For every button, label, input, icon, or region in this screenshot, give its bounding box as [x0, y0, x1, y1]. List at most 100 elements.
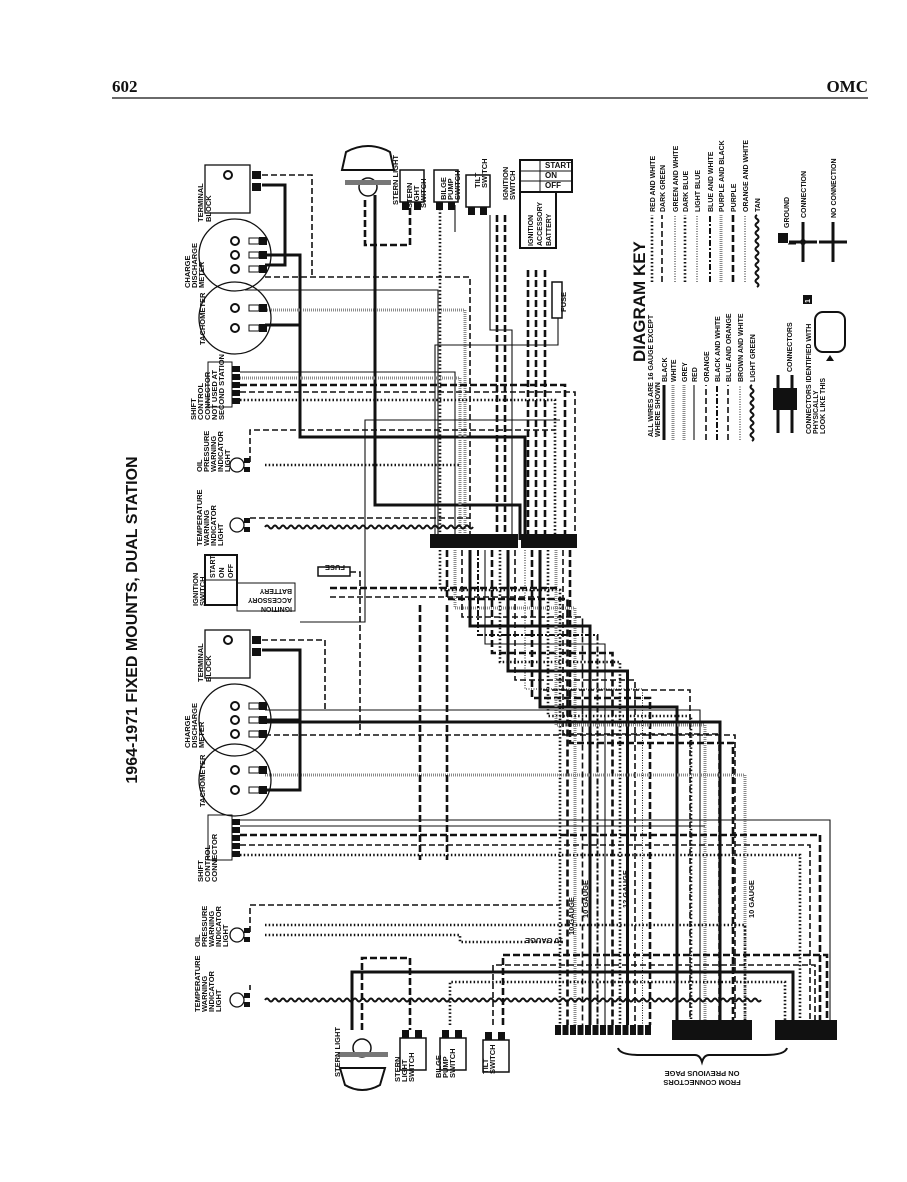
wire	[373, 195, 522, 540]
wire	[562, 550, 720, 1025]
connector	[252, 183, 261, 191]
terminal-lug	[248, 730, 260, 738]
terminal-lug	[248, 786, 260, 794]
wire	[477, 550, 599, 1025]
wire	[350, 970, 795, 1030]
wire	[265, 276, 471, 540]
wire	[265, 253, 527, 540]
wire	[489, 215, 513, 540]
connector-pin	[232, 382, 240, 388]
key-item: PURPLE	[731, 183, 738, 212]
connector-pin	[570, 1025, 576, 1035]
wire	[265, 933, 565, 944]
wire	[262, 174, 313, 277]
key-item: WHITE	[671, 359, 678, 382]
connector-pin	[232, 835, 240, 841]
wire	[461, 550, 584, 1025]
connector-picture	[814, 311, 846, 353]
fuse-1	[551, 281, 563, 319]
connector-pin	[592, 1025, 599, 1035]
oil-light-2	[229, 927, 245, 943]
key-item: BLACK	[662, 358, 669, 383]
ignition-position: ON	[545, 171, 557, 180]
connector-pin	[232, 827, 240, 833]
connector-block	[672, 1020, 752, 1040]
bilge-switch-label: SWITCH	[448, 1048, 457, 1078]
charge-meter-label: DISCHARGE	[190, 243, 199, 288]
from-connectors-label: FROM CONNECTORS	[663, 1078, 740, 1087]
connector	[259, 702, 267, 710]
ignition-terminal: ACCESSORY	[248, 596, 292, 603]
temp-light-label: WARNING	[200, 976, 209, 1012]
temp-light-label: TEMPERATURE	[193, 955, 202, 1012]
terminal-post	[230, 236, 240, 246]
connector	[448, 202, 455, 210]
connector	[455, 1030, 462, 1038]
wire	[530, 550, 652, 1025]
wire	[360, 956, 412, 1030]
shift-connector-label: CONNECTOR	[210, 833, 219, 882]
temp-light-label: LIGHT	[216, 523, 225, 546]
connector-pin	[232, 851, 240, 857]
connector-pin	[607, 1025, 614, 1035]
key-item: TAN	[755, 198, 762, 212]
ignition-position: OFF	[228, 563, 235, 578]
ignition-position: OFF	[545, 181, 561, 190]
connector-pin	[645, 1025, 651, 1035]
terminal-block-label: BLOCK	[204, 655, 213, 682]
key-item: BROWN AND WHITE	[738, 313, 745, 382]
gauge-label: 10 GAUGE	[567, 897, 576, 935]
wire	[265, 773, 747, 1020]
wire	[245, 289, 439, 540]
connector	[485, 1032, 492, 1040]
connector	[244, 1002, 250, 1007]
ignition-terminal: BATTERY	[546, 213, 553, 246]
ignition-position: ON	[219, 568, 226, 579]
bilge-switch-label: SWITCH	[453, 170, 462, 200]
ignition-switch-label: IGNITION	[501, 167, 510, 200]
connector-pin	[555, 1025, 561, 1035]
wire	[300, 419, 560, 623]
temp-light-label: LIGHT	[214, 989, 223, 1012]
stern-switch-label: LIGHT	[412, 185, 421, 208]
temp-light-label: INDICATOR	[209, 504, 218, 546]
wire	[568, 550, 735, 1025]
wire	[438, 550, 562, 1025]
connector-block	[430, 534, 518, 548]
connector-pin	[600, 1025, 606, 1035]
ignition-terminal: IGNITION	[261, 605, 292, 612]
wire-tan	[754, 214, 760, 288]
connector-badge	[803, 295, 812, 304]
shift-connector-label: CONTROL	[203, 845, 212, 882]
terminal-post	[230, 303, 240, 313]
stern-light-switch-1	[399, 169, 425, 203]
connector	[244, 458, 250, 463]
connector-pin	[577, 1025, 584, 1035]
terminal-block-label: BLOCK	[204, 195, 213, 222]
oil-light-label: INDICATOR	[214, 905, 223, 947]
connector-badge-label: 1	[805, 299, 812, 303]
connector	[252, 636, 261, 644]
fuse-2	[317, 566, 351, 577]
oil-light-label: PRESSURE	[200, 906, 209, 947]
shift-connector-label: CONNECTOR	[203, 371, 212, 420]
terminal-lug	[248, 702, 260, 710]
wire	[538, 550, 679, 1025]
ignition-switch-label: IGNITION	[191, 573, 200, 606]
key-item: BLUE AND WHITE	[708, 151, 715, 212]
connector	[468, 207, 475, 215]
connector	[244, 928, 250, 933]
terminal-lug	[248, 766, 260, 774]
ignition-position: START	[210, 554, 217, 578]
temp-light-label: TEMPERATURE	[195, 489, 204, 546]
wire	[240, 398, 557, 540]
tachometer-2	[198, 743, 272, 817]
key-item: BLUE AND ORANGE	[726, 313, 733, 382]
oil-light-label: OIL	[193, 934, 202, 947]
oil-light-1	[229, 457, 245, 473]
oil-light-label: LIGHT	[223, 449, 232, 472]
key-item: ORANGE	[704, 351, 711, 382]
wire	[265, 709, 701, 1020]
